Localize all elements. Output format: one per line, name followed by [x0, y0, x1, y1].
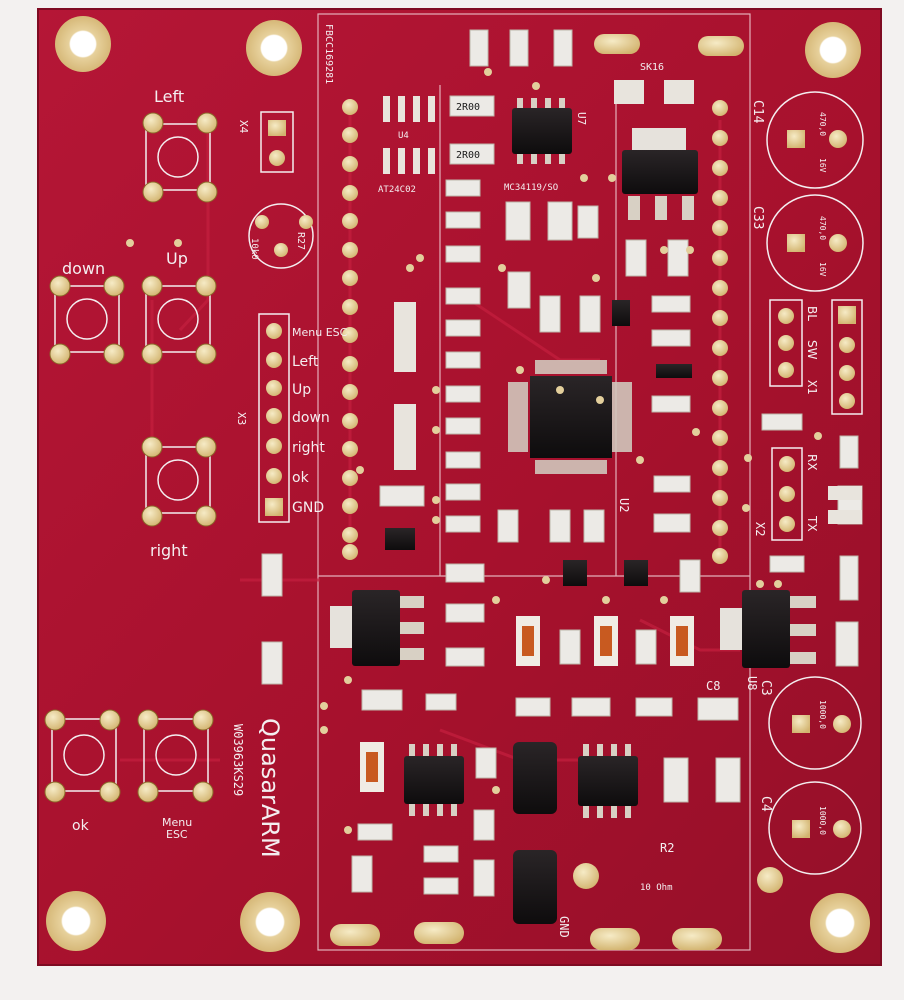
- pin-column-left: [342, 99, 358, 560]
- electrolytic-pads: [787, 130, 851, 838]
- label-cap470-top: 470,0: [818, 112, 827, 136]
- code-top: FBCC169281: [323, 24, 334, 84]
- label-c4: C4: [758, 796, 773, 812]
- label-u8: U8: [745, 676, 759, 690]
- label-c14: C14: [750, 100, 765, 124]
- silkscreen-labels: Left Up down right ok Menu ESC Menu ESC …: [62, 24, 827, 938]
- button-pads: [44, 112, 218, 803]
- label-x1: X1: [805, 380, 819, 394]
- label-volt-bottom: 16V: [818, 262, 827, 277]
- trimmer-pot: [248, 203, 314, 269]
- label-u2: U2: [617, 498, 631, 512]
- label-x3: X3: [235, 412, 248, 425]
- x4-header: [260, 111, 294, 173]
- label-sw: SW: [805, 340, 819, 360]
- label-up: Up: [166, 249, 188, 268]
- label-ok: ok: [72, 818, 90, 834]
- label-rx: RX: [805, 454, 819, 471]
- label-c3: C3: [758, 680, 773, 696]
- glass-diodes: [360, 616, 694, 792]
- x3-label-menu: Menu ESC: [292, 326, 348, 339]
- x3-header: [258, 313, 290, 523]
- label-esc: ESC: [166, 828, 188, 841]
- label-u4: U4: [398, 131, 409, 141]
- label-x2: X2: [753, 522, 767, 536]
- serial: W03963KS29: [231, 724, 245, 796]
- mounting-holes: [46, 16, 870, 953]
- label-tx: TX: [805, 515, 819, 532]
- label-pot: 10k0: [249, 238, 259, 260]
- label-volt-top: 16V: [818, 158, 827, 173]
- label-gnd: GND: [557, 916, 571, 938]
- x3-label-down: down: [292, 410, 330, 426]
- label-down: down: [62, 259, 105, 278]
- oval-pads: [330, 34, 783, 950]
- right-headers: [769, 299, 863, 541]
- label-sk16: SK16: [640, 62, 664, 73]
- label-r27: R27: [295, 232, 306, 250]
- label-r2-value: 10 Ohm: [640, 883, 673, 893]
- x3-label-up: Up: [292, 382, 311, 398]
- pin-column-right: [712, 100, 728, 564]
- label-x4: X4: [237, 120, 250, 134]
- smd-parts: [261, 29, 863, 897]
- ic-packages: [330, 96, 816, 924]
- label-left: Left: [154, 87, 184, 106]
- label-cap1000-top: 1000,0: [818, 700, 827, 729]
- brand: QuasarARM: [256, 718, 284, 858]
- x3-label-left: Left: [292, 354, 319, 370]
- label-rc-top: 2R00: [456, 102, 480, 113]
- label-r2: R2: [660, 841, 674, 855]
- vias: [126, 68, 822, 834]
- electrolytic-footprints: [766, 91, 864, 875]
- label-right: right: [150, 541, 188, 560]
- silk-frame: [317, 13, 751, 951]
- label-u7-part: MC34119/SO: [504, 183, 558, 193]
- label-u7: U7: [575, 112, 588, 125]
- label-cap1000-bottom: 1000,0: [818, 806, 827, 835]
- button-footprints: [51, 123, 211, 792]
- label-c8: C8: [706, 679, 720, 693]
- label-c33: C33: [750, 206, 765, 229]
- pads: [394, 80, 862, 524]
- label-cap470-bottom: 470,0: [818, 216, 827, 240]
- label-rc-bottom: 2R00: [456, 150, 480, 161]
- label-menu: Menu: [162, 816, 192, 829]
- label-ic-lower: AT24C02: [378, 185, 416, 195]
- x3-label-ok: ok: [292, 470, 310, 486]
- x3-label-gnd: GND: [292, 500, 324, 516]
- label-bl: BL: [805, 306, 819, 321]
- x3-label-right: right: [292, 440, 325, 456]
